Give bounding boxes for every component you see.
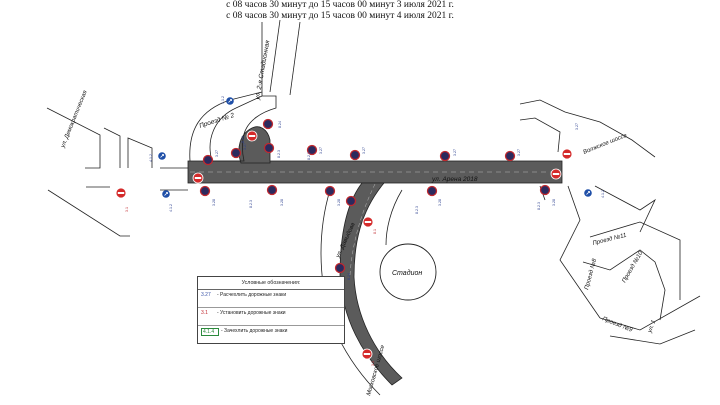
sign-code: 8.24 (347, 273, 351, 280)
sign-code: 3.1 (125, 207, 129, 212)
legend-text-cover: - Зачехлить дорожные знаки (221, 328, 288, 334)
no-parking-icon (439, 150, 451, 162)
stadium: Стадион (379, 243, 437, 301)
legend-text-remove: - Расчехлить дорожные знаки (217, 292, 287, 298)
blue-direction-icon (225, 96, 235, 106)
sign-code: 3.28 (337, 199, 341, 206)
sign-code: 4.1.2 (601, 190, 605, 198)
no-entry-icon (192, 172, 204, 184)
city-blocks (46, 19, 701, 345)
legend-text-install: - Установить дорожные знаки (217, 310, 286, 316)
sign-code: 8.24 (241, 136, 245, 143)
sign-code: 8.2.3 (537, 202, 541, 210)
sign-code: 4.1.2 (221, 96, 225, 104)
legend-row-cover: 4.1.4 - Зачехлить дорожные знаки (198, 326, 344, 344)
street-label-stadionnaya: ул. 2-я Стадионная (253, 39, 272, 101)
sign-code: 3.27 (517, 149, 521, 156)
no-parking-icon (345, 195, 357, 207)
street-label-proezd2: Проезд № 2 (198, 111, 235, 130)
street-label-volzhskoe: Волжское шоссе (583, 133, 629, 156)
street-label-arena: ул. Арена 2018 (431, 176, 478, 183)
sign-code: 8.2.3 (249, 200, 253, 208)
sign-code-labels: 3.27 3.27 8.24 8.2.3 3.27 3.27 3.27 3.27… (149, 96, 605, 306)
sign-code: 8.1 (373, 229, 377, 234)
map-header: с 08 часов 30 минут до 15 часов 00 минут… (0, 0, 720, 21)
street-label-demokraticheskaya: ул. Демократическая (60, 89, 89, 150)
sign-code: 3.28 (280, 199, 284, 206)
no-parking-icon (266, 184, 278, 196)
no-parking-icon (263, 142, 275, 154)
no-parking-icon (324, 185, 336, 197)
sign-code: 3.27 (453, 149, 457, 156)
red-code-labels: 3.1 3.1 8.1 (125, 207, 377, 366)
no-entry-icon (362, 216, 374, 228)
no-parking-icon (426, 185, 438, 197)
sign-code: 3.27 (319, 147, 323, 154)
no-parking-icon (334, 262, 346, 274)
legend-row-remove: 3.27 - Расчехлить дорожные знаки (198, 290, 344, 308)
sign-code: 3.1 (371, 361, 375, 366)
legend-code-cover: 4.1.4 (201, 328, 219, 336)
street-label-proezd9: Проезд №9 (601, 315, 634, 334)
no-parking-icon (199, 185, 211, 197)
no-entry-icon (246, 130, 258, 142)
road-arena (187, 160, 563, 184)
street-label-proezd11: Проезд №11 (592, 232, 627, 247)
sign-code: 3.28 (438, 199, 442, 206)
no-entry-icon (550, 168, 562, 180)
sign-code: 8.2.3 (415, 206, 419, 214)
header-line-1: с 08 часов 30 минут до 15 часов 00 минут… (226, 0, 454, 10)
street-label-proezd8: Проезд №8 (583, 257, 598, 290)
sign-code: 3.28 (212, 199, 216, 206)
no-entry-icon (561, 148, 573, 160)
sign-code: 8.2.3 (277, 150, 281, 158)
no-parking-icon (230, 147, 242, 159)
legend-title: Условные обозначения: (198, 277, 344, 290)
blue-direction-icon (583, 188, 593, 198)
sign-code: 4.1.2 (169, 204, 173, 212)
blue-direction-icon (161, 189, 171, 199)
sign-code: 8.24 (278, 121, 282, 128)
header-line-2: с 08 часов 30 минут до 15 часов 00 минут… (226, 10, 454, 21)
legend-box: Условные обозначения: 3.27 - Расчехлить … (197, 276, 345, 344)
sign-code: 3.27 (362, 147, 366, 154)
legend-code-install: 3.1 (201, 310, 208, 316)
no-entry-icon (115, 187, 127, 199)
no-parking-icon (262, 118, 274, 130)
no-parking-icon (539, 184, 551, 196)
no-entry-icon (361, 348, 373, 360)
sign-code: 3.27 (575, 123, 579, 130)
legend-row-install: 3.1 - Установить дорожные знаки (198, 308, 344, 326)
sign-code: 3.27 (243, 143, 247, 150)
no-parking-icon (504, 150, 516, 162)
blue-direction-icon (157, 151, 167, 161)
sign-code: 4.1.2 (149, 154, 153, 162)
no-parking-icon (202, 154, 214, 166)
sign-code: 8.2.3 (307, 152, 311, 160)
sign-code: 3.28 (552, 199, 556, 206)
no-parking-icon (349, 149, 361, 161)
legend-code-remove: 3.27 (201, 292, 211, 298)
stadium-label: Стадион (392, 269, 422, 277)
sign-code: 3.27 (215, 150, 219, 157)
street-label-ul1: ул. 1 (647, 319, 657, 334)
